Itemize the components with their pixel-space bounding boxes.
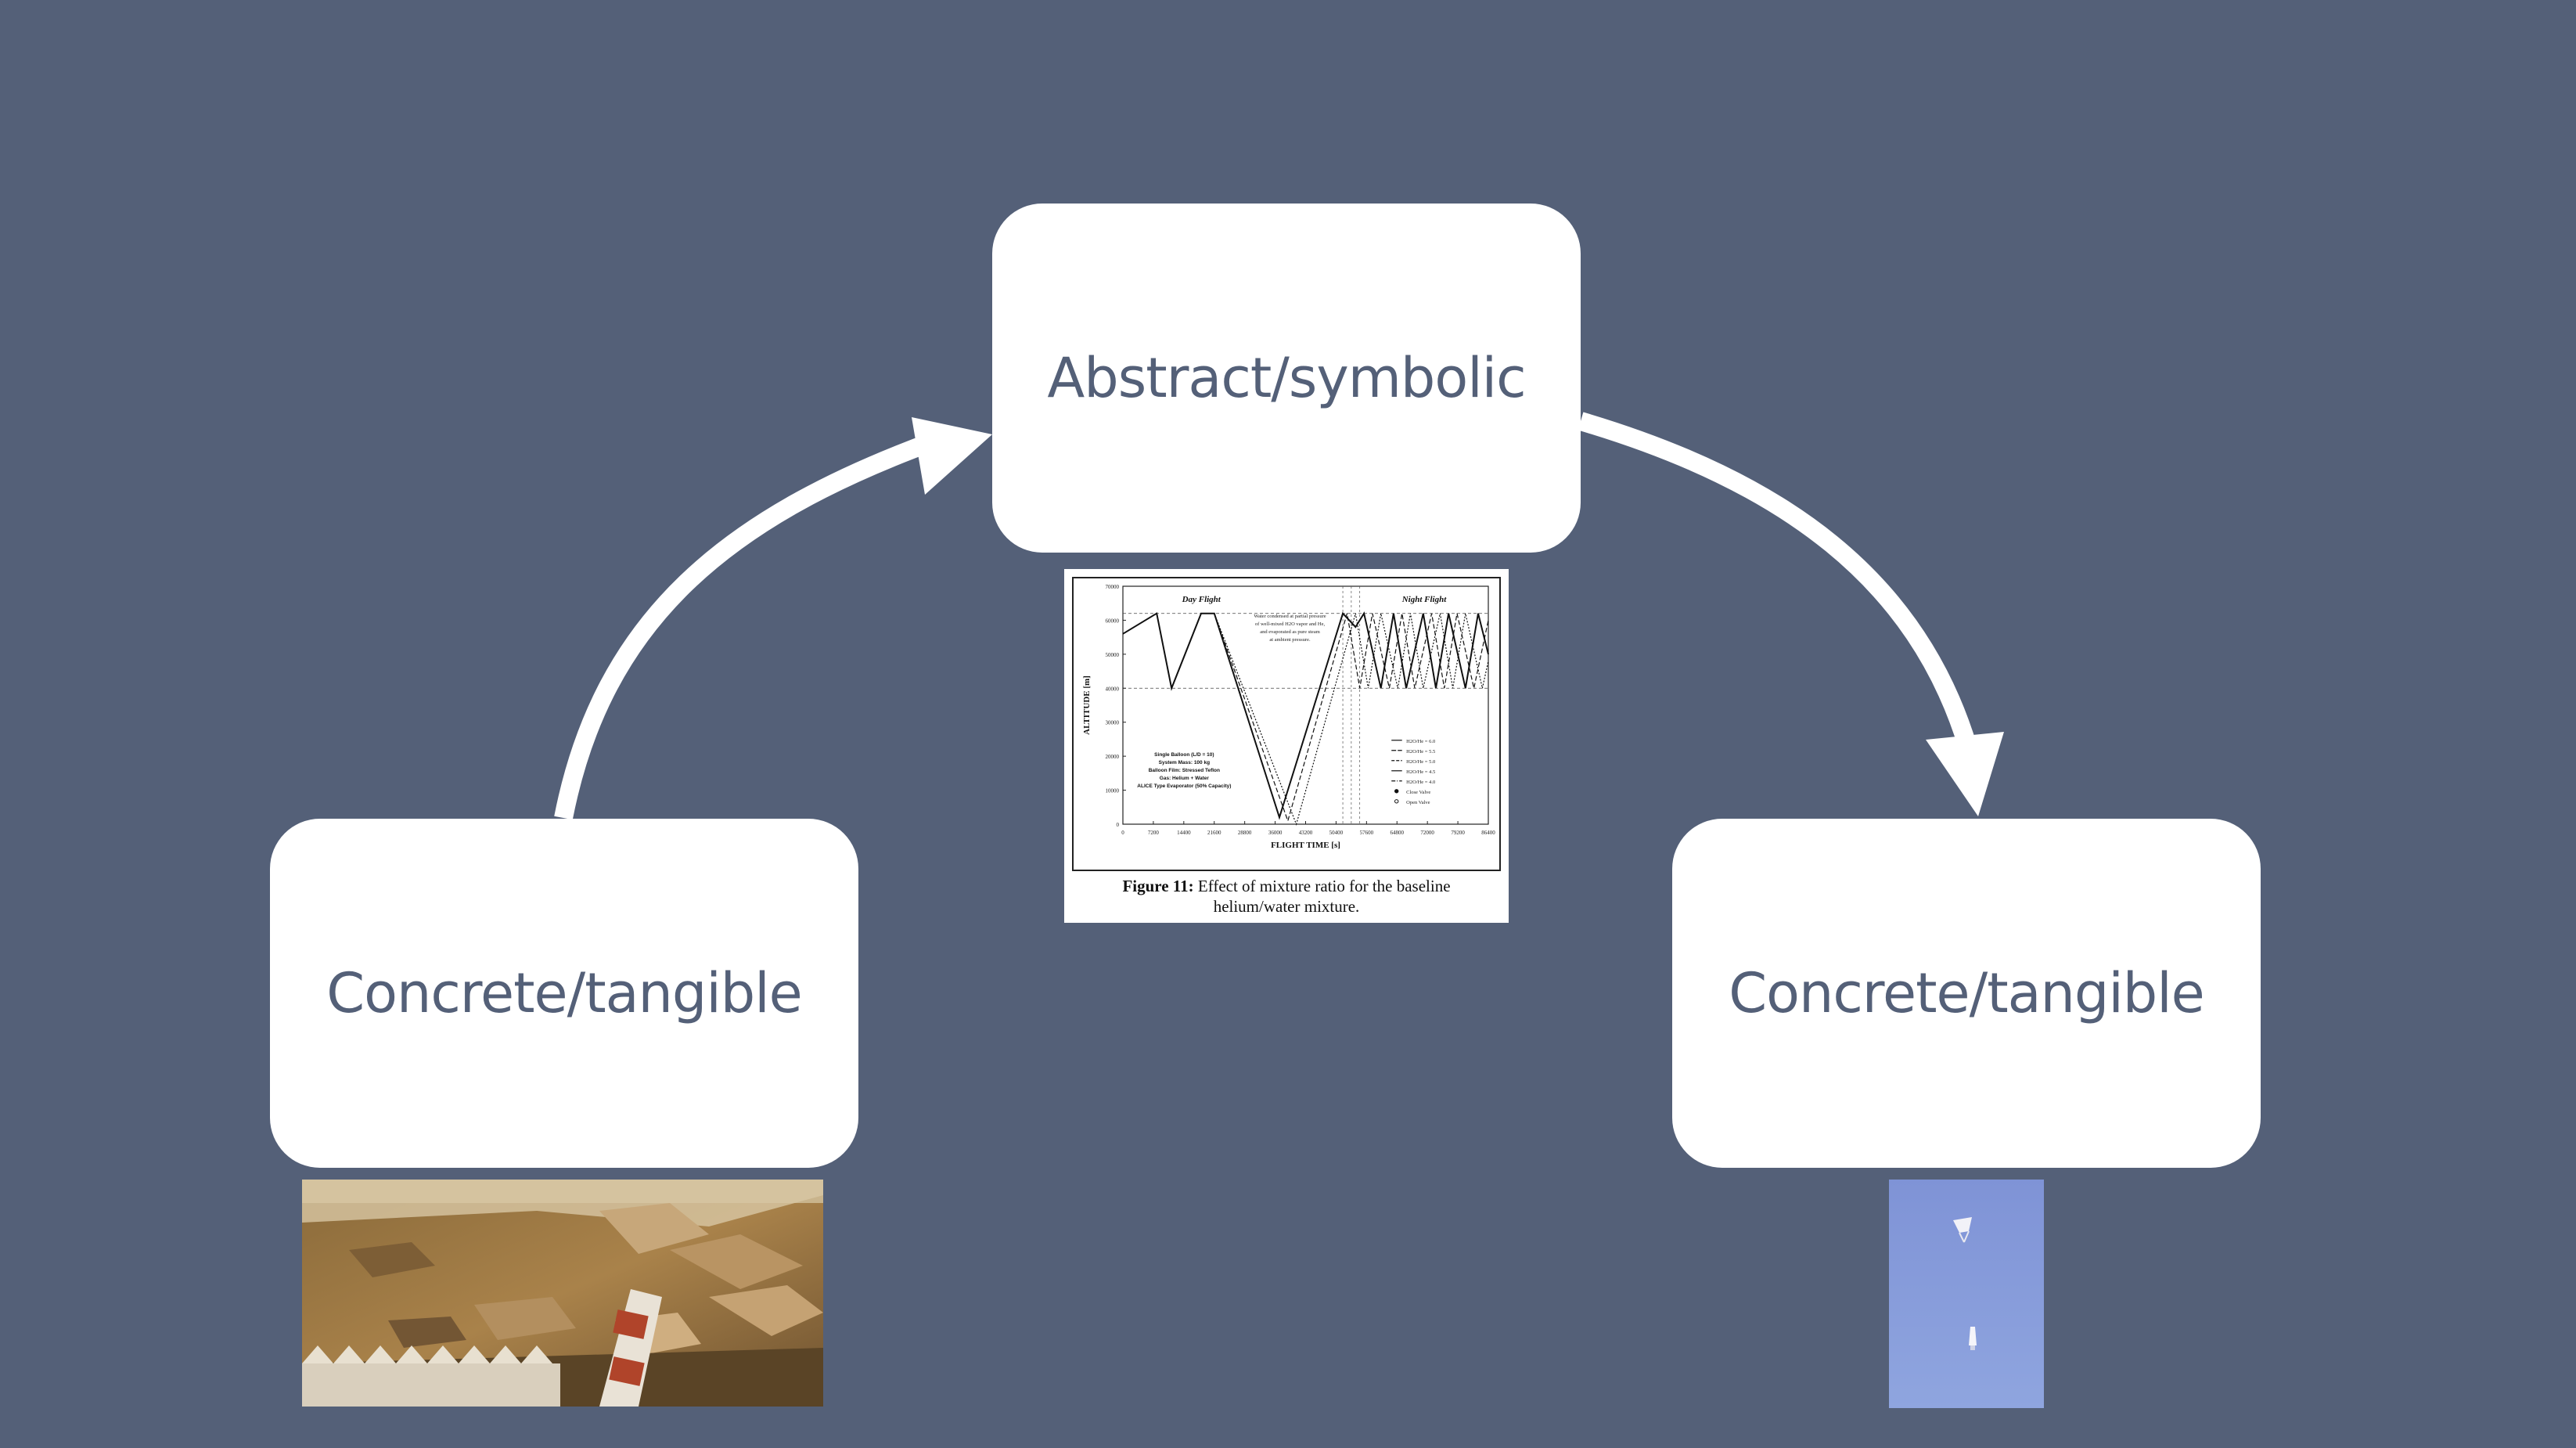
concrete-tangible-label-right: Concrete/tangible bbox=[1729, 961, 2204, 1025]
abstract-symbolic-box: Abstract/symbolic bbox=[992, 204, 1581, 553]
note-line: at ambient pressure. bbox=[1269, 637, 1311, 643]
spec-line: System Mass: 100 kg bbox=[1159, 760, 1210, 765]
parachute-icon bbox=[1953, 1217, 1972, 1233]
legend-label: Open Valve bbox=[1406, 800, 1430, 805]
y-tick-label: 60000 bbox=[1106, 618, 1120, 624]
x-tick-label: 21600 bbox=[1207, 830, 1221, 836]
y-tick-label: 30000 bbox=[1106, 720, 1120, 726]
y-tick-label: 0 bbox=[1117, 822, 1120, 828]
planet-surface-image bbox=[302, 1180, 823, 1407]
spec-line: Single Balloon (L/D = 10) bbox=[1154, 752, 1214, 758]
arrow-left-to-top bbox=[554, 431, 939, 820]
x-tick-label: 0 bbox=[1121, 830, 1124, 836]
legend-label: H2O/He = 4.5 bbox=[1406, 769, 1435, 775]
legend-label: H2O/He = 5.0 bbox=[1406, 759, 1435, 765]
legend-marker bbox=[1394, 789, 1399, 794]
parachute-sky-image bbox=[1889, 1180, 2044, 1408]
parachute-sky-photo bbox=[1889, 1180, 2044, 1408]
series-line bbox=[1122, 612, 1489, 823]
x-tick-label: 64800 bbox=[1391, 830, 1405, 836]
legend-label: H2O/He = 6.0 bbox=[1406, 739, 1435, 744]
arrow-top-to-right-head bbox=[1926, 732, 2004, 816]
spec-line: Balloon Film: Stressed Teflon bbox=[1149, 768, 1220, 773]
x-tick-label: 36000 bbox=[1268, 830, 1283, 836]
x-tick-label: 86400 bbox=[1481, 830, 1495, 836]
probe-icon bbox=[1969, 1327, 1977, 1345]
spec-line: Gas: Helium + Water bbox=[1160, 776, 1210, 781]
chart-frame bbox=[1072, 577, 1501, 871]
y-tick-label: 50000 bbox=[1106, 652, 1120, 658]
altitude-chart: 0 7200 14400 21600 28800 36000 43200 50400 57600… bbox=[1082, 584, 1495, 850]
x-tick-label: 7200 bbox=[1148, 830, 1160, 836]
legend-marker bbox=[1394, 799, 1399, 804]
arrow-left-to-top-head bbox=[912, 417, 992, 495]
spec-line: ALICE Type Evaporator (50% Capacity) bbox=[1137, 783, 1231, 789]
series-line bbox=[1122, 612, 1489, 826]
planet-surface-photo bbox=[302, 1180, 823, 1407]
abstract-symbolic-label: Abstract/symbolic bbox=[1047, 346, 1526, 410]
x-tick-label: 57600 bbox=[1360, 830, 1374, 836]
y-tick-label: 70000 bbox=[1106, 584, 1120, 590]
x-tick-label: 72000 bbox=[1420, 830, 1434, 836]
note-line: and evaporated as pure steam bbox=[1260, 629, 1320, 635]
figure-caption: Figure 11: Effect of mixture ratio for t… bbox=[1080, 876, 1493, 917]
figure-caption-label: Figure 11: bbox=[1122, 877, 1194, 895]
day-flight-label: Day Flight bbox=[1182, 595, 1221, 604]
arrow-top-to-right bbox=[1578, 412, 1977, 751]
y-tick-label: 40000 bbox=[1106, 686, 1120, 692]
night-flight-label: Night Flight bbox=[1401, 595, 1447, 604]
legend-label: H2O/He = 5.5 bbox=[1406, 749, 1435, 755]
x-tick-label: 43200 bbox=[1299, 830, 1313, 836]
concrete-tangible-box-left: Concrete/tangible bbox=[270, 819, 858, 1168]
y-axis-label: ALTITUDE [m] bbox=[1082, 675, 1092, 735]
x-tick-label: 14400 bbox=[1177, 830, 1191, 836]
note-line: Water condensed at partial pressure bbox=[1254, 614, 1326, 619]
x-tick-label: 50400 bbox=[1329, 830, 1344, 836]
x-axis-label: FLIGHT TIME [s] bbox=[1271, 841, 1340, 850]
legend-label: Close Valve bbox=[1406, 790, 1430, 795]
x-tick-label: 28800 bbox=[1238, 830, 1252, 836]
note-line: of well-mixed H2O vapor and He, bbox=[1255, 621, 1326, 627]
altitude-chart-figure: 0 7200 14400 21600 28800 36000 43200 50400 57600… bbox=[1064, 569, 1509, 923]
concrete-tangible-box-right: Concrete/tangible bbox=[1672, 819, 2261, 1168]
y-tick-label: 10000 bbox=[1106, 788, 1120, 794]
concrete-tangible-label-left: Concrete/tangible bbox=[326, 961, 802, 1025]
figure-caption-text: Effect of mixture ratio for the baseline… bbox=[1193, 877, 1451, 916]
y-tick-label: 20000 bbox=[1106, 754, 1120, 760]
x-tick-label: 79200 bbox=[1451, 830, 1465, 836]
legend-label: H2O/He = 4.0 bbox=[1406, 780, 1435, 785]
